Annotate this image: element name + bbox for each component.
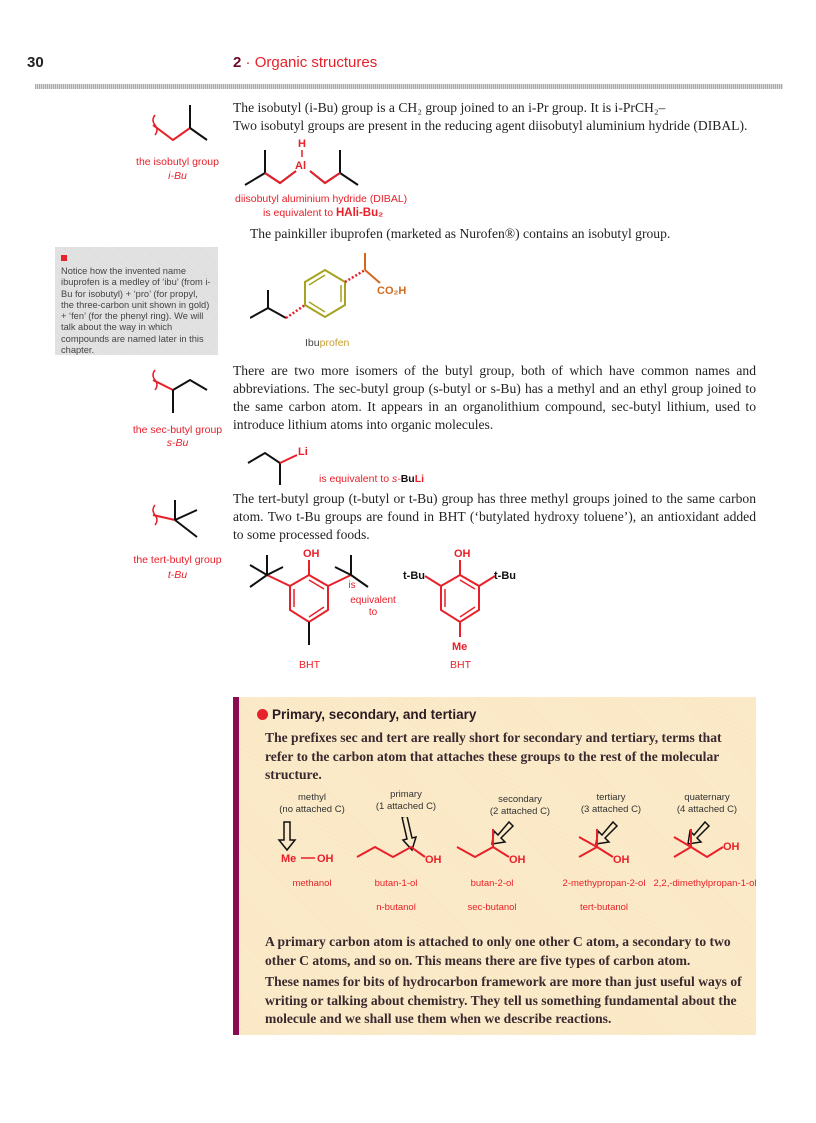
- name-dimethylpropan-1-ol: 2,2,-dimethylpropan-1-ol: [653, 878, 757, 889]
- info-box: Primary, secondary, and tertiary The pre…: [233, 697, 756, 1035]
- note-bullet-icon: [61, 255, 67, 261]
- oh-label: OH: [317, 853, 334, 865]
- type-sub: (2 attached C): [489, 806, 551, 817]
- type-sub: (4 attached C): [676, 804, 738, 815]
- name-2-methylpropan-2-ol: 2-methypropan-2-ol: [562, 878, 646, 889]
- carbon-type-structures: Me OH OH OH OH OH: [277, 817, 740, 866]
- co2h-group: CO₂H: [377, 285, 406, 297]
- tertbutyl-para: The tert-butyl group (t-butyl or t-Bu) g…: [233, 491, 756, 542]
- dibal-formula: HAli-Bu₂: [335, 207, 384, 219]
- type-label: tertiary: [596, 792, 626, 803]
- equiv-1: is: [348, 580, 355, 591]
- dibal-equiv: is equivalent to HAli-Bu₂: [263, 207, 383, 219]
- type-label: secondary: [498, 794, 542, 805]
- tbu-right: t-Bu: [494, 570, 516, 582]
- formula-s: s-: [391, 473, 401, 485]
- label-ibu: Ibu: [305, 337, 320, 349]
- al-atom: Al: [295, 160, 306, 172]
- me-label: Me: [452, 641, 467, 653]
- oh-label: OH: [723, 841, 740, 853]
- oh-label: OH: [509, 854, 526, 866]
- box-para-2: A primary carbon atom is attached to onl…: [265, 934, 731, 968]
- bht-abbreviated: OH t-Bu t-Bu Me: [403, 548, 516, 653]
- ibuprofen-label: Ibuprofen: [305, 337, 349, 349]
- note-text: Notice how the invented name ibuprofen i…: [61, 266, 211, 356]
- me-label: Me: [281, 853, 296, 865]
- arrow-icon: [491, 820, 515, 845]
- secbutyl-para: There are two more isomers of the butyl …: [233, 363, 756, 432]
- type-label: quaternary: [684, 792, 730, 803]
- box-title-text: Primary, secondary, and tertiary: [272, 707, 477, 722]
- tertbutyl-abbrev: t-Bu: [167, 569, 188, 581]
- dibal-structure: H Al: [244, 138, 359, 186]
- type-sub: (3 attached C): [580, 804, 642, 815]
- isobutyl-para-1: The isobutyl (i-Bu) group is a CH₂ group…: [233, 100, 666, 115]
- sbuli-equiv: is equivalent to s-BuLi: [319, 473, 424, 485]
- tbu-left: t-Bu: [403, 570, 425, 582]
- bht-structures: OH is equivalent to OH t-Bu t-Bu Me: [249, 548, 516, 653]
- chapter-number: 2: [233, 54, 242, 71]
- name-butan-2-ol: butan-2-ol: [470, 878, 514, 889]
- type-tertiary: tertiary(3 attached C): [566, 792, 656, 816]
- li-atom: Li: [298, 446, 308, 458]
- margin-note: Notice how the invented name ibuprofen i…: [55, 247, 218, 355]
- isobutyl-structure: [152, 105, 208, 142]
- arrow-icon: [401, 817, 418, 852]
- type-label: methyl: [298, 792, 326, 803]
- bht-skeletal: OH: [249, 548, 369, 645]
- tertbutyl-caption: the tert-butyl group: [133, 554, 222, 566]
- separator: ·: [245, 54, 251, 71]
- type-primary: primary(1 attached C): [361, 789, 451, 813]
- secbutyllithium-structure: Li: [247, 446, 308, 485]
- formula-bu: Bu: [400, 473, 415, 485]
- isobutyl-para-2: Two isobutyl groups are present in the r…: [233, 118, 748, 133]
- ibuprofen-para: The painkiller ibuprofen (marketed as Nu…: [250, 226, 671, 241]
- dibal-caption: diisobutyl aluminium hydride (DIBAL): [235, 193, 408, 205]
- secbutyl-structure: [152, 369, 208, 413]
- type-quaternary: quaternary(4 attached C): [662, 792, 752, 816]
- formula-li: Li: [414, 473, 425, 485]
- bht-label-2: BHT: [450, 659, 471, 671]
- box-title: Primary, secondary, and tertiary: [257, 707, 476, 722]
- equiv-3: to: [369, 607, 378, 618]
- alt-n-butanol: n-butanol: [376, 902, 416, 913]
- box-para-3: These names for bits of hydrocarbon fram…: [265, 974, 742, 1026]
- header-rule: [35, 84, 783, 89]
- type-methyl: methyl(no attached C): [267, 792, 357, 816]
- tertbutyl-structure: [152, 500, 198, 538]
- chapter-title: Organic structures: [254, 54, 378, 71]
- alt-tert-butanol: tert-butanol: [579, 902, 629, 913]
- h-atom: H: [298, 138, 306, 150]
- arrow-icon: [595, 820, 619, 845]
- oh-label: OH: [613, 854, 630, 866]
- oh-label: OH: [454, 548, 471, 560]
- alt-sec-butanol: sec-butanol: [467, 902, 517, 913]
- isobutyl-caption: the isobutyl group: [136, 156, 219, 168]
- oh-label: OH: [425, 854, 442, 866]
- name-methanol: methanol: [292, 878, 332, 889]
- type-sub: (no attached C): [279, 804, 345, 815]
- equiv-2: equivalent: [350, 595, 396, 606]
- running-header: 2 · Organic structures: [233, 54, 377, 71]
- name-butan-1-ol: butan-1-ol: [374, 878, 418, 889]
- page-number: 30: [27, 54, 44, 71]
- oh-label: OH: [303, 548, 320, 560]
- box-para-1: The prefixes sec and tert are really sho…: [265, 730, 722, 782]
- bullet-icon: [257, 709, 268, 720]
- ibuprofen-structure: CO₂H: [250, 253, 406, 320]
- type-sub: (1 attached C): [375, 801, 437, 812]
- isobutyl-abbrev: i-Bu: [168, 170, 187, 182]
- secbutyl-abbrev: s-Bu: [166, 437, 189, 449]
- equiv-text: is equivalent to: [263, 207, 334, 219]
- arrow-icon: [277, 821, 297, 852]
- secbutyl-caption: the sec-butyl group: [132, 424, 223, 436]
- label-profen: profen: [319, 337, 350, 349]
- type-secondary: secondary(2 attached C): [475, 794, 565, 818]
- bht-label-1: BHT: [299, 659, 320, 671]
- arrow-icon: [687, 820, 711, 845]
- type-label: primary: [390, 789, 422, 800]
- equiv-text: is equivalent to: [319, 473, 390, 485]
